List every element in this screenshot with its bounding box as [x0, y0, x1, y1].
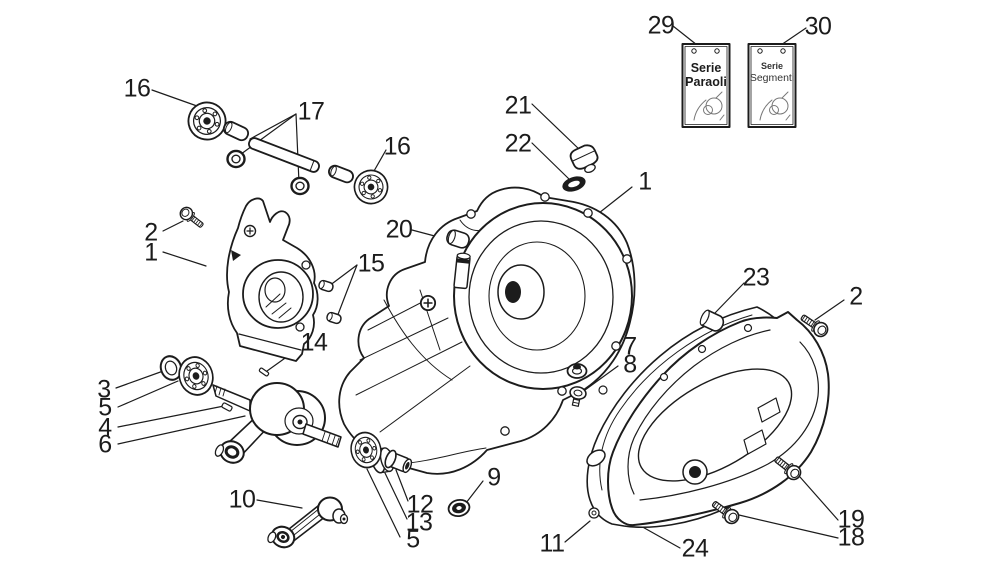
callout-29: 29 [647, 11, 675, 40]
bearing-5-crank [173, 351, 219, 401]
bush-20 [446, 229, 470, 249]
callout-23: 23 [742, 263, 770, 292]
lever-10 [267, 496, 349, 549]
dowel-pin-b [325, 310, 343, 326]
callout-5-bottom: 5 [406, 525, 420, 554]
callout-16-left: 16 [123, 74, 151, 103]
shaft-assembly-17 [182, 96, 394, 210]
shaft-17 [248, 137, 320, 173]
callout-15: 15 [357, 249, 385, 278]
callout-30: 30 [804, 12, 832, 41]
callout-4: 4 [98, 413, 112, 442]
callout-10: 10 [228, 485, 256, 514]
nut-9 [447, 498, 471, 518]
spacer-12 [384, 449, 413, 474]
callout-19: 19 [837, 505, 865, 534]
callout-1-left: 1 [144, 238, 158, 267]
kit-bag-segmenti: Serie Segmenti [747, 43, 797, 128]
callout-5-left: 5 [98, 393, 112, 422]
oil-seal-3 [159, 355, 183, 381]
callout-1-right: 1 [638, 167, 652, 196]
callout-6: 6 [98, 430, 112, 459]
rod-small-end [214, 440, 245, 464]
kit-segmenti-label-2: Segmenti [750, 72, 794, 84]
stud-20 [453, 252, 471, 290]
transmission-cover-24 [607, 311, 830, 527]
bearing-group-bottom [347, 428, 413, 474]
callout-21: 21 [504, 91, 532, 120]
callout-2-left: 2 [144, 218, 158, 247]
callout-17: 17 [297, 97, 325, 126]
callout-8: 8 [623, 350, 637, 379]
callout-12: 12 [406, 490, 434, 519]
key-14 [258, 367, 270, 377]
seal-17-b [290, 176, 310, 196]
case-screw-boss [243, 224, 257, 238]
bearing-16-right [348, 164, 394, 210]
case-stud-boss [419, 294, 437, 312]
callout-3: 3 [97, 375, 111, 404]
callout-13: 13 [405, 508, 433, 537]
bearing-16-left [182, 96, 232, 146]
callout-24: 24 [681, 534, 709, 563]
crankshaft-6 [212, 382, 342, 464]
roller-17-a [222, 120, 250, 142]
callout-14: 14 [300, 328, 328, 357]
crankcase-half-right [338, 186, 636, 475]
dowel-pin-a [317, 278, 335, 294]
callout-22: 22 [504, 129, 532, 158]
callout-20: 20 [385, 215, 413, 244]
drain-bolt-8 [569, 386, 587, 407]
kit-segmenti-label-1: Serie [761, 61, 783, 71]
seal-17-a [226, 149, 246, 169]
woodruff-key-4 [221, 402, 233, 412]
callout-2-right: 2 [849, 282, 863, 311]
kit-paraoli-label-1: Serie [691, 61, 722, 75]
callout-9: 9 [487, 463, 501, 492]
crankshaft-assembly [159, 351, 342, 464]
oil-filler-plug-21 [569, 144, 599, 174]
callout-18: 18 [837, 523, 865, 552]
callout-7: 7 [623, 332, 637, 361]
kit-bag-paraoli: Serie Paraoli [681, 43, 731, 128]
roller-17-b [328, 164, 354, 184]
screw-2-left [177, 204, 207, 232]
crankcase-half-left [226, 197, 319, 362]
kit-paraoli-label-2: Paraoli [685, 75, 727, 89]
callout-16-right: 16 [383, 132, 411, 161]
plug-23 [699, 309, 725, 332]
washer-7 [566, 363, 588, 379]
callout-11: 11 [539, 529, 565, 558]
o-ring-22 [562, 176, 586, 192]
